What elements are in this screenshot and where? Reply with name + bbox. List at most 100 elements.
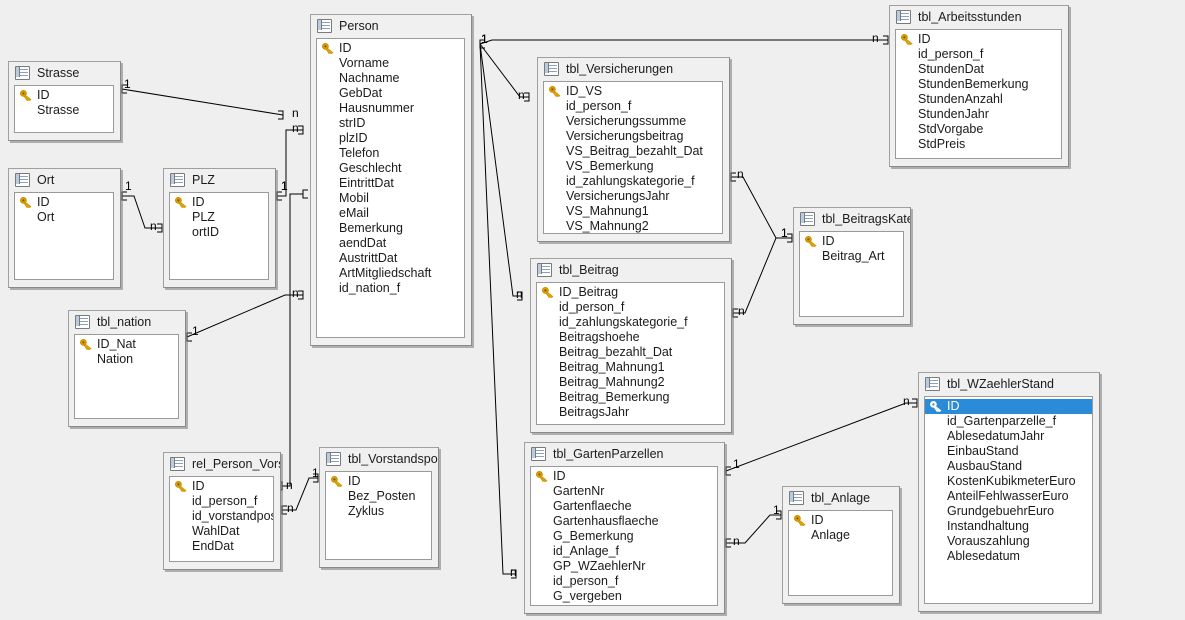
field-row[interactable]: Strasse bbox=[15, 103, 113, 118]
field-row[interactable]: Hausnummer bbox=[317, 101, 464, 116]
field-row[interactable]: GartenNr bbox=[531, 484, 717, 499]
field-row[interactable]: Bez_Posten bbox=[326, 489, 431, 504]
table-titlebar-tbl_wzaehlerstand[interactable]: tbl_WZaehlerStand bbox=[919, 373, 1099, 395]
field-row[interactable]: BeitragsJahr bbox=[537, 405, 724, 420]
table-titlebar-plz[interactable]: PLZ bbox=[164, 169, 275, 191]
field-row[interactable]: id_person_f bbox=[896, 47, 1061, 62]
field-row[interactable]: strID bbox=[317, 116, 464, 131]
table-titlebar-tbl_vorstandspos[interactable]: tbl_Vorstandspos bbox=[320, 448, 438, 470]
field-row[interactable]: Gartenflaeche bbox=[531, 499, 717, 514]
field-row[interactable]: AblesedatumJahr bbox=[925, 429, 1092, 444]
field-row[interactable]: Instandhaltung bbox=[925, 519, 1092, 534]
field-row[interactable]: ID bbox=[326, 474, 431, 489]
table-titlebar-tbl_anlage[interactable]: tbl_Anlage bbox=[783, 487, 899, 509]
field-row[interactable]: StdPreis bbox=[896, 137, 1061, 152]
field-row[interactable]: ID bbox=[317, 41, 464, 56]
relationship-line-gartenparzellen-wzaehlerstand[interactable] bbox=[725, 402, 917, 472]
field-row[interactable]: ID bbox=[925, 399, 1092, 414]
field-row[interactable]: ID bbox=[170, 479, 273, 494]
field-row[interactable]: Gartenhausflaeche bbox=[531, 514, 717, 529]
table-titlebar-ort[interactable]: Ort bbox=[9, 169, 120, 191]
field-row[interactable]: Beitrag_Mahnung1 bbox=[537, 360, 724, 375]
field-row[interactable]: VersicherungsJahr bbox=[544, 189, 722, 204]
field-row[interactable]: StundenJahr bbox=[896, 107, 1061, 122]
relationship-line-person-arbeitsstunden[interactable] bbox=[479, 39, 888, 45]
field-row[interactable]: Nachname bbox=[317, 71, 464, 86]
field-row[interactable]: ID bbox=[15, 88, 113, 103]
field-row[interactable]: GP_WZaehlerNr bbox=[531, 559, 717, 574]
field-row[interactable]: id_person_f bbox=[170, 494, 273, 509]
relationship-line-strasse-person[interactable] bbox=[121, 88, 284, 116]
relationship-line-person-beitrag[interactable] bbox=[479, 43, 522, 297]
field-row[interactable]: StundenBemerkung bbox=[896, 77, 1061, 92]
field-row[interactable]: id_Anlage_f bbox=[531, 544, 717, 559]
field-row[interactable]: VS_Beitrag_bezahlt_Dat bbox=[544, 144, 722, 159]
field-row[interactable]: Versicherungsbeitrag bbox=[544, 129, 722, 144]
field-row[interactable]: eMail bbox=[317, 206, 464, 221]
field-row[interactable]: Beitrag_Mahnung2 bbox=[537, 375, 724, 390]
field-row[interactable]: aendDat bbox=[317, 236, 464, 251]
field-row[interactable]: ID bbox=[170, 195, 268, 210]
table-titlebar-person[interactable]: Person bbox=[311, 15, 471, 37]
field-row[interactable]: Nation bbox=[75, 352, 178, 367]
field-row[interactable]: ID bbox=[531, 469, 717, 484]
relationship-line-beitrag-beitragskateg[interactable] bbox=[733, 237, 792, 314]
field-row[interactable]: EinbauStand bbox=[925, 444, 1092, 459]
field-row[interactable]: Anlage bbox=[789, 528, 892, 543]
field-row[interactable]: id_person_f bbox=[537, 300, 724, 315]
field-row[interactable]: ArtMitgliedschaft bbox=[317, 266, 464, 281]
field-row[interactable]: WahlDat bbox=[170, 524, 273, 539]
field-row[interactable]: G_vergeben bbox=[531, 589, 717, 604]
field-row[interactable]: plzID bbox=[317, 131, 464, 146]
field-row[interactable]: AustrittDat bbox=[317, 251, 464, 266]
field-row[interactable]: Ort bbox=[15, 210, 113, 225]
field-row[interactable]: EndDat bbox=[170, 539, 273, 554]
field-row[interactable]: KostenKubikmeterEuro bbox=[925, 474, 1092, 489]
field-row[interactable]: VS_Mahnung1 bbox=[544, 204, 722, 219]
table-titlebar-tbl_beitrag[interactable]: tbl_Beitrag bbox=[531, 259, 731, 281]
field-row[interactable]: id_zahlungskategorie_f bbox=[544, 174, 722, 189]
field-row[interactable]: ID bbox=[789, 513, 892, 528]
field-row[interactable]: Beitrag_bezahlt_Dat bbox=[537, 345, 724, 360]
table-window-tbl_beitragskateg[interactable]: tbl_BeitragsKategIDBeitrag_Art bbox=[793, 207, 911, 325]
relationship-line-nation-person[interactable] bbox=[186, 294, 303, 338]
field-row[interactable]: Versicherungssumme bbox=[544, 114, 722, 129]
field-row[interactable]: StundenAnzahl bbox=[896, 92, 1061, 107]
field-row[interactable]: id_vorstandposte bbox=[170, 509, 273, 524]
table-titlebar-strasse[interactable]: Strasse bbox=[9, 62, 120, 84]
field-row[interactable]: ID bbox=[800, 234, 903, 249]
field-row[interactable]: ID bbox=[896, 32, 1061, 47]
field-row[interactable]: ID bbox=[15, 195, 113, 210]
relationship-line-person-relpersonvorstand[interactable] bbox=[282, 193, 303, 487]
field-row[interactable]: G_Bemerkung bbox=[531, 529, 717, 544]
field-row[interactable]: VS_Bemerkung bbox=[544, 159, 722, 174]
field-row[interactable]: id_zahlungskategorie_f bbox=[537, 315, 724, 330]
field-row[interactable]: AnteilFehlwasserEuro bbox=[925, 489, 1092, 504]
field-row[interactable]: ortID bbox=[170, 225, 268, 240]
field-row[interactable]: id_Gartenparzelle_f bbox=[925, 414, 1092, 429]
field-row[interactable]: Beitrag_Bemerkung bbox=[537, 390, 724, 405]
field-row[interactable]: StdVorgabe bbox=[896, 122, 1061, 137]
table-titlebar-tbl_nation[interactable]: tbl_nation bbox=[69, 311, 185, 333]
table-titlebar-tbl_arbeitsstunden[interactable]: tbl_Arbeitsstunden bbox=[890, 6, 1068, 28]
